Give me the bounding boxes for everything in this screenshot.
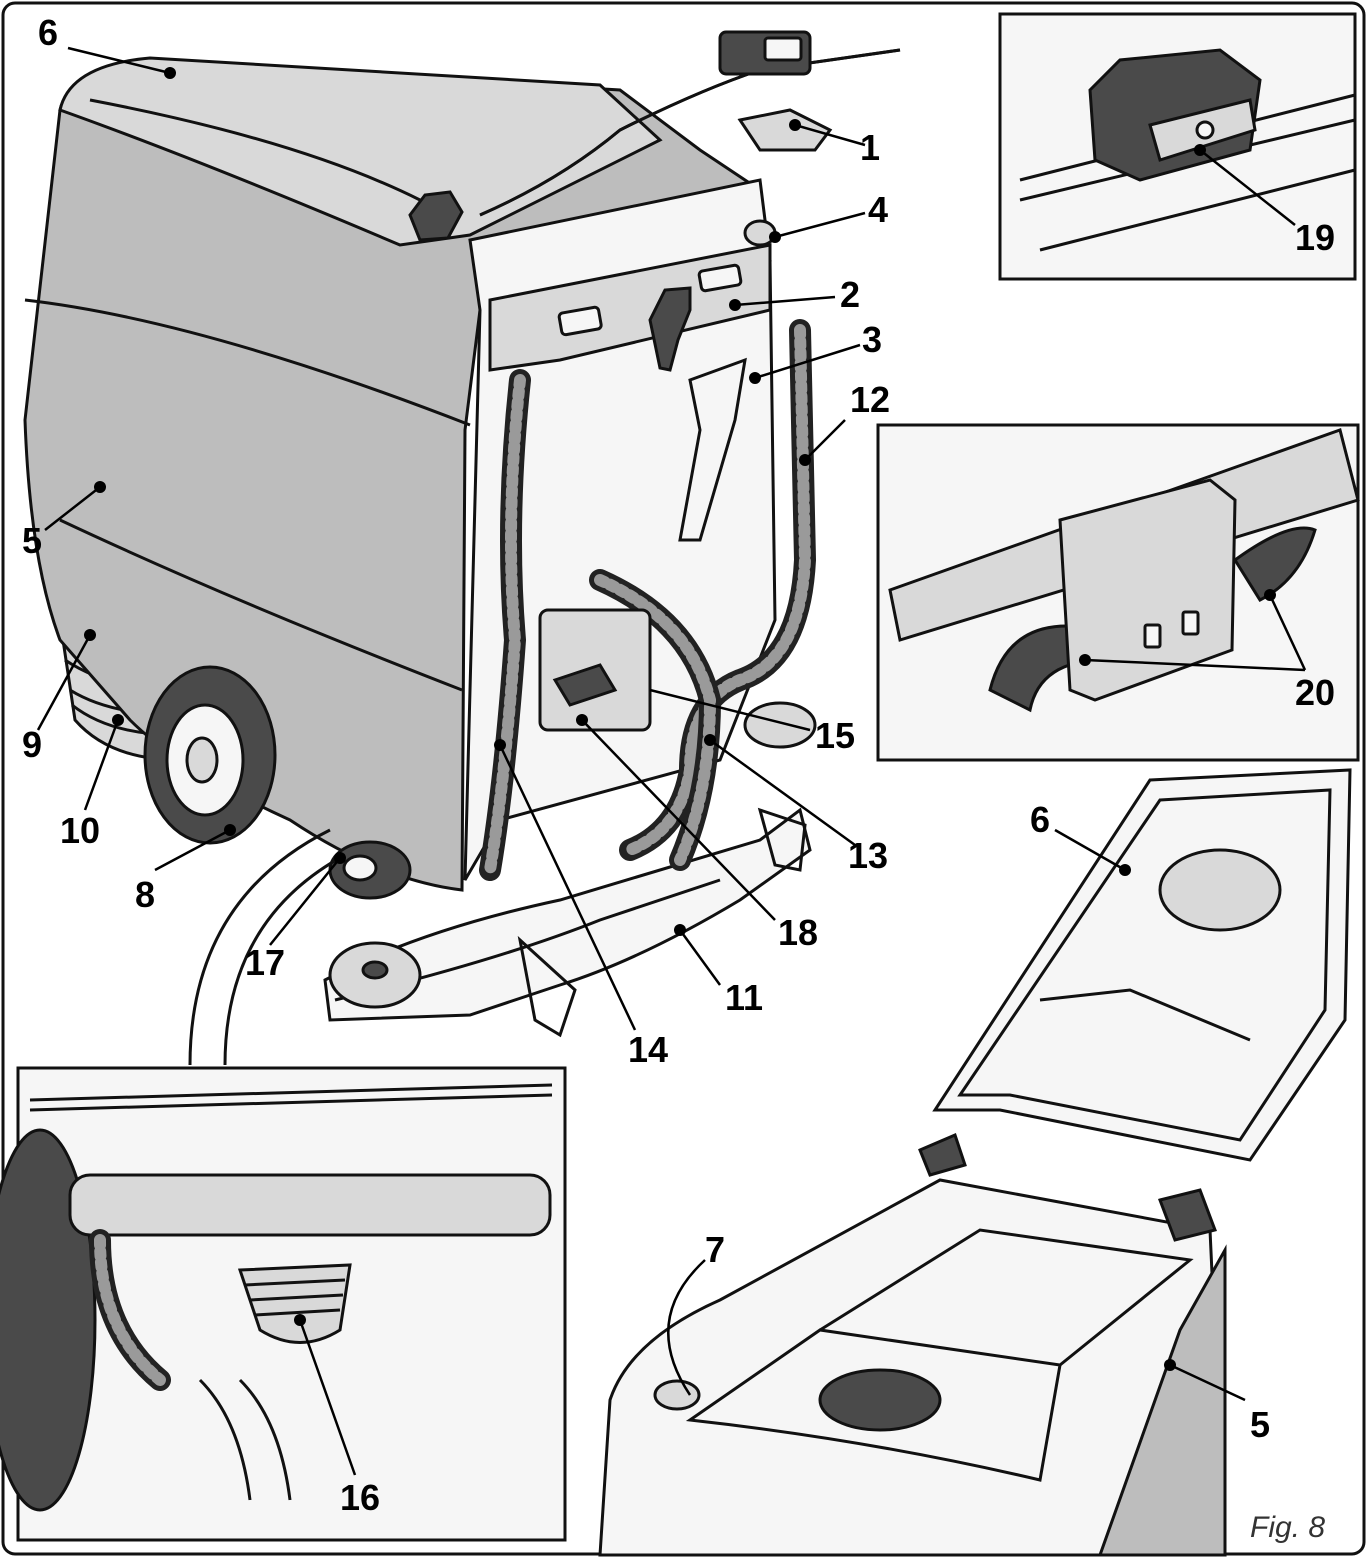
- callout-3: 3: [862, 319, 882, 360]
- callout-19: 19: [1295, 217, 1335, 258]
- lever-housing: [1058, 478, 1237, 702]
- callout-16: 16: [340, 1477, 380, 1518]
- figure-caption: Fig. 8: [1250, 1511, 1325, 1544]
- callout-4: 4: [868, 189, 888, 230]
- squeegee-wheel-right: [743, 701, 817, 749]
- callout-11: 11: [725, 977, 763, 1018]
- switch-housing: [1088, 48, 1262, 182]
- callout-15: 15: [815, 715, 855, 756]
- inset-drain: [0, 1066, 567, 1542]
- fill-cap: [653, 1379, 701, 1411]
- fuse-holder: [552, 663, 618, 707]
- callout-labels: 1 2 3 4 5 5 6 6 7 8 9 10 11 12 13 14 15 …: [22, 12, 1335, 1544]
- callout-13: 13: [848, 835, 888, 876]
- lever-right: [1232, 526, 1317, 602]
- leader-lines: [36, 46, 1307, 1476]
- callout-18: 18: [778, 912, 818, 953]
- switch-right: [697, 263, 743, 293]
- direction-arrow-icon: [1195, 120, 1215, 140]
- switch-left: [557, 305, 603, 337]
- tank-lid: [58, 56, 663, 247]
- lid-hinge-left: [918, 1132, 967, 1177]
- callout-14: 14: [628, 1029, 668, 1070]
- filter-cover: [818, 1368, 942, 1432]
- callout-1: 1: [860, 127, 880, 168]
- frame-rail: [68, 1173, 552, 1237]
- open-tank-view: [598, 768, 1352, 1557]
- inset-handle-levers: [876, 423, 1360, 762]
- callout-6-main: 6: [38, 12, 58, 53]
- callout-5-main: 5: [22, 520, 42, 561]
- callout-2: 2: [840, 274, 860, 315]
- tank-side: [1097, 1244, 1227, 1557]
- open-tank-body: [598, 1178, 1227, 1557]
- lid-knob: [408, 190, 464, 242]
- lever-bracket: [678, 357, 747, 542]
- lid-hinge-right: [1158, 1188, 1217, 1242]
- callout-10: 10: [60, 810, 100, 851]
- callout-17: 17: [245, 942, 285, 983]
- callout-7: 7: [705, 1229, 725, 1270]
- callout-8: 8: [135, 874, 155, 915]
- callout-12: 12: [850, 379, 890, 420]
- drive-lever: [737, 108, 833, 152]
- callout-5-open: 5: [1250, 1404, 1270, 1445]
- callout-20: 20: [1295, 672, 1335, 713]
- handle-fixing-knob: [743, 219, 777, 247]
- callout-9: 9: [22, 724, 42, 765]
- ignition-key: [648, 286, 692, 372]
- main-machine-view: [23, 30, 901, 1066]
- callout-6-open: 6: [1030, 799, 1050, 840]
- inset-handle-switch: [998, 12, 1357, 281]
